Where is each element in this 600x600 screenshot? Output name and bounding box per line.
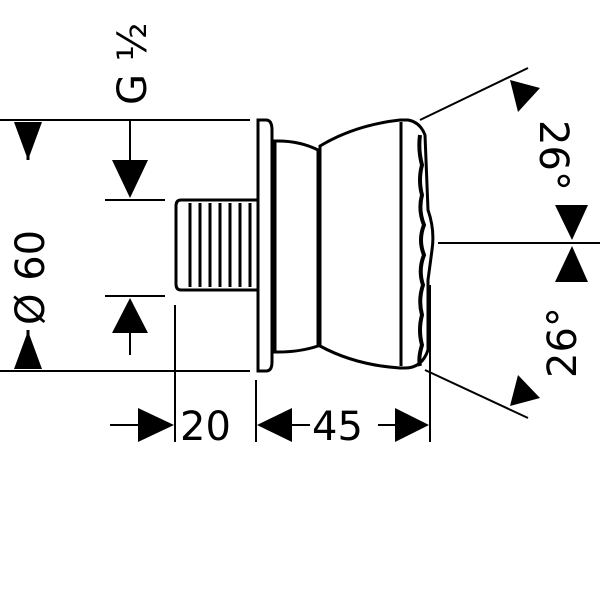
depth-20-label: 20: [180, 404, 231, 450]
angle-bottom-label: 26°: [540, 307, 586, 378]
angle-bottom-arrow-1: [555, 246, 588, 282]
dim-45-arrow-left: [257, 408, 292, 442]
dim-20-arrow: [138, 408, 174, 442]
dim-45-arrow-right: [395, 408, 429, 442]
angle-line-top: [419, 67, 529, 121]
thread-arrow-up: [112, 298, 148, 333]
depth-45-label: 45: [312, 404, 363, 450]
angle-top-label: 26°: [530, 120, 576, 191]
neck: [273, 139, 320, 354]
wall-flange: [256, 118, 274, 373]
diameter-label: Ø 60: [8, 230, 54, 325]
angle-bottom-arrow-2: [510, 375, 540, 406]
thread-arrow-down: [112, 160, 148, 198]
spray-face: [417, 134, 427, 367]
angle-line-bottom: [424, 369, 529, 419]
thread-connector: [174, 198, 257, 292]
angle-top-arrow-2: [555, 205, 588, 240]
shower-head: [318, 118, 435, 370]
thread-label: G ½: [110, 23, 156, 105]
angle-top-arrow-1: [510, 80, 540, 112]
